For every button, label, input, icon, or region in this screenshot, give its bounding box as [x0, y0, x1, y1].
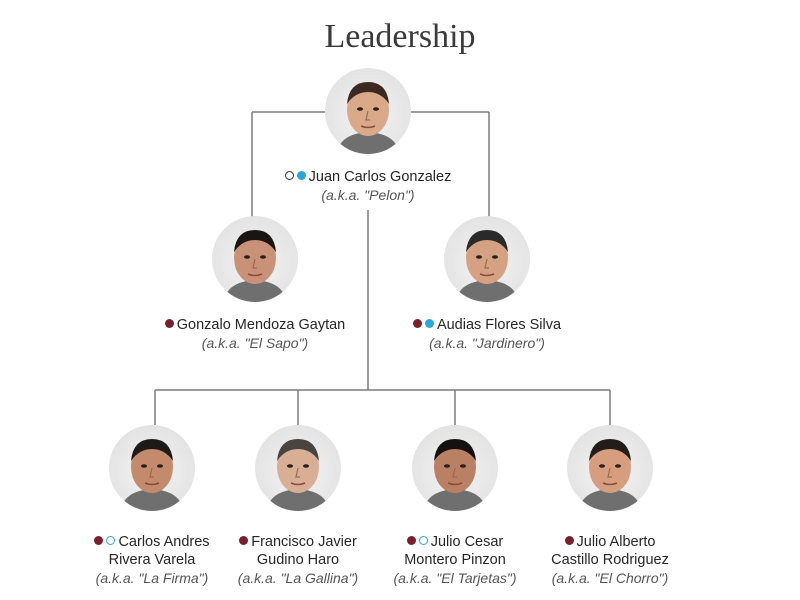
face-portrait-icon — [255, 425, 341, 511]
member-name-text: Juan Carlos Gonzalez — [309, 169, 452, 185]
role-marker-ring-dark-icon — [285, 171, 294, 180]
member-name-text: Montero Pinzon — [404, 552, 506, 568]
face-portrait-icon — [444, 216, 530, 302]
role-marker-blue-icon — [297, 171, 306, 180]
role-marker-red-icon — [165, 319, 174, 328]
role-marker-red-icon — [565, 536, 574, 545]
role-markers — [285, 169, 309, 185]
role-marker-blue-icon — [425, 319, 434, 328]
role-marker-ring-blue-icon — [419, 536, 428, 545]
face-portrait-icon — [212, 216, 298, 302]
role-marker-red-icon — [239, 536, 248, 545]
member-photo — [212, 216, 298, 302]
member-name-line: Julio Alberto — [500, 533, 720, 551]
role-marker-ring-blue-icon — [106, 536, 115, 545]
role-marker-red-icon — [94, 536, 103, 545]
member-name-text: Julio Alberto — [577, 534, 656, 550]
member-photo — [325, 68, 411, 154]
face-portrait-icon — [325, 68, 411, 154]
role-marker-red-icon — [407, 536, 416, 545]
member-label: Audias Flores Silva(a.k.a. "Jardinero") — [377, 316, 597, 352]
face-portrait-icon — [109, 425, 195, 511]
member-name-text: Julio Cesar — [431, 534, 504, 550]
role-markers — [165, 317, 177, 333]
member-name-text: Gonzalo Mendoza Gaytan — [177, 317, 345, 333]
member-name-line: Castillo Rodriguez — [500, 551, 720, 569]
member-name-text: Francisco Javier — [251, 534, 357, 550]
face-portrait-icon — [567, 425, 653, 511]
role-markers — [407, 534, 431, 550]
member-label: Gonzalo Mendoza Gaytan(a.k.a. "El Sapo") — [145, 316, 365, 352]
member-name-line: Audias Flores Silva — [377, 316, 597, 334]
member-photo — [255, 425, 341, 511]
member-photo — [567, 425, 653, 511]
member-name-text: Gudino Haro — [257, 552, 339, 568]
member-name-line: Juan Carlos Gonzalez — [258, 168, 478, 186]
member-name-line: Gonzalo Mendoza Gaytan — [145, 316, 365, 334]
member-label: Juan Carlos Gonzalez(a.k.a. "Pelon") — [258, 168, 478, 204]
member-photo — [109, 425, 195, 511]
member-alias: (a.k.a. "El Sapo") — [145, 334, 365, 352]
face-portrait-icon — [412, 425, 498, 511]
member-name-text: Castillo Rodriguez — [551, 552, 669, 568]
member-alias: (a.k.a. "El Chorro") — [500, 569, 720, 587]
role-markers — [94, 534, 118, 550]
role-markers — [413, 317, 437, 333]
member-name-text: Rivera Varela — [109, 552, 196, 568]
member-photo — [444, 216, 530, 302]
member-alias: (a.k.a. "Jardinero") — [377, 334, 597, 352]
role-markers — [239, 534, 251, 550]
role-markers — [565, 534, 577, 550]
member-alias: (a.k.a. "Pelon") — [258, 186, 478, 204]
member-name-text: Audias Flores Silva — [437, 317, 561, 333]
member-photo — [412, 425, 498, 511]
role-marker-red-icon — [413, 319, 422, 328]
